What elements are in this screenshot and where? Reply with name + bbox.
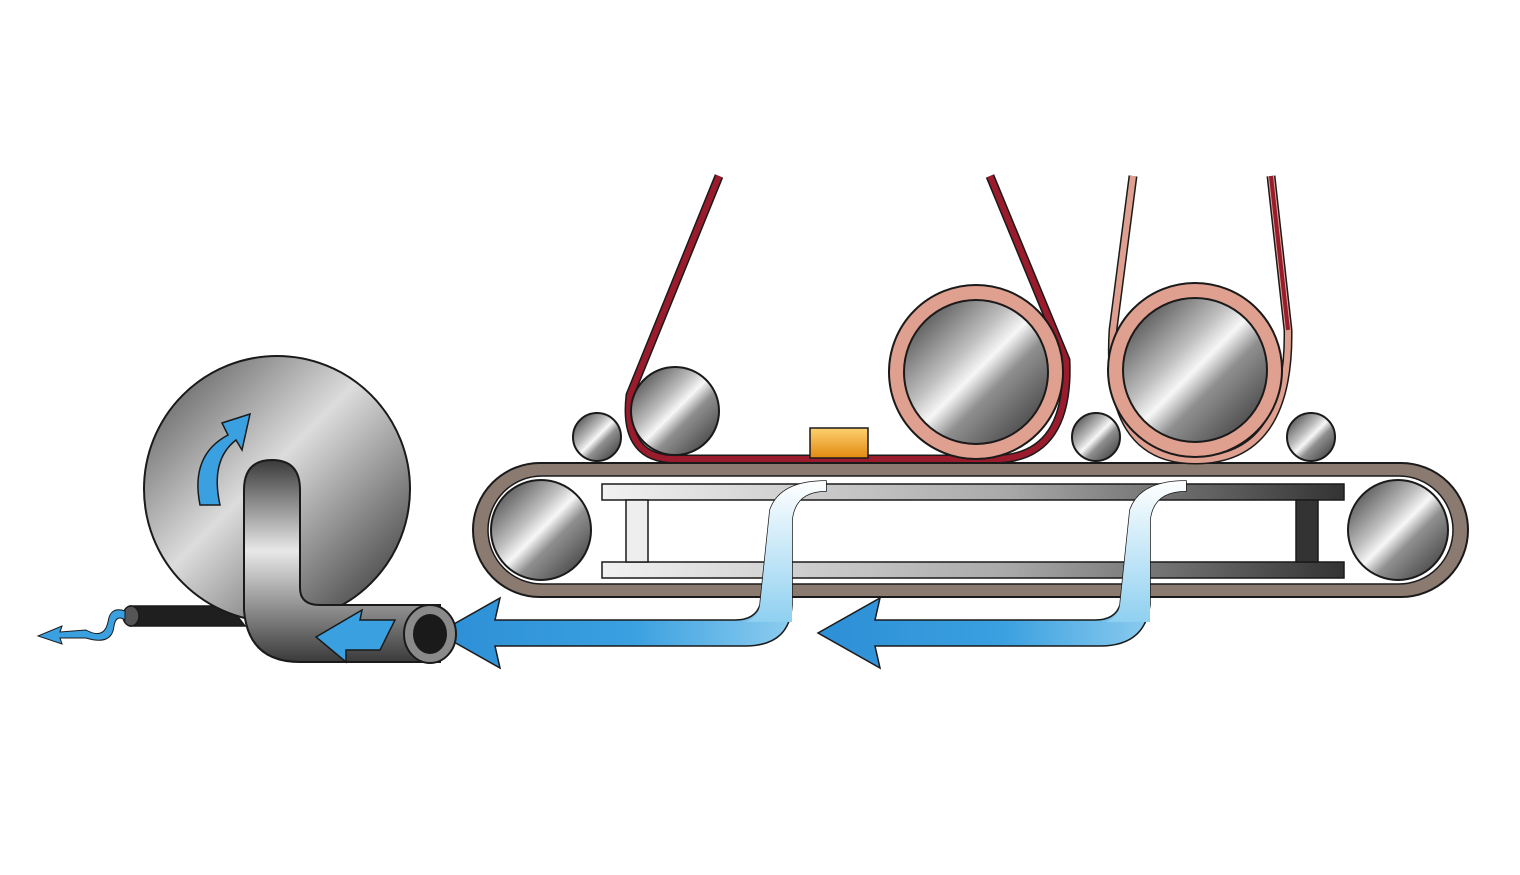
film-roll-1 [888, 284, 1064, 460]
airflow-arrow-left [436, 480, 827, 670]
support-roller [1286, 412, 1336, 462]
lamination-film-1 [624, 174, 1071, 464]
product-item [809, 427, 869, 459]
duct-flow-arrow-icon [314, 608, 397, 664]
blower [122, 355, 457, 664]
blower-duct [243, 458, 441, 663]
nip-roller [630, 366, 720, 456]
support-roller [572, 412, 622, 462]
right-end-roller [1347, 479, 1449, 581]
film-roll-2 [1107, 282, 1283, 458]
left-end-roller [490, 479, 592, 581]
airflow-arrow-right [816, 480, 1187, 670]
rotation-arrow-icon [197, 412, 252, 506]
exhaust-flow-arrow-icon [36, 609, 126, 645]
support-rollers [572, 412, 1336, 462]
support-roller [1071, 412, 1121, 462]
